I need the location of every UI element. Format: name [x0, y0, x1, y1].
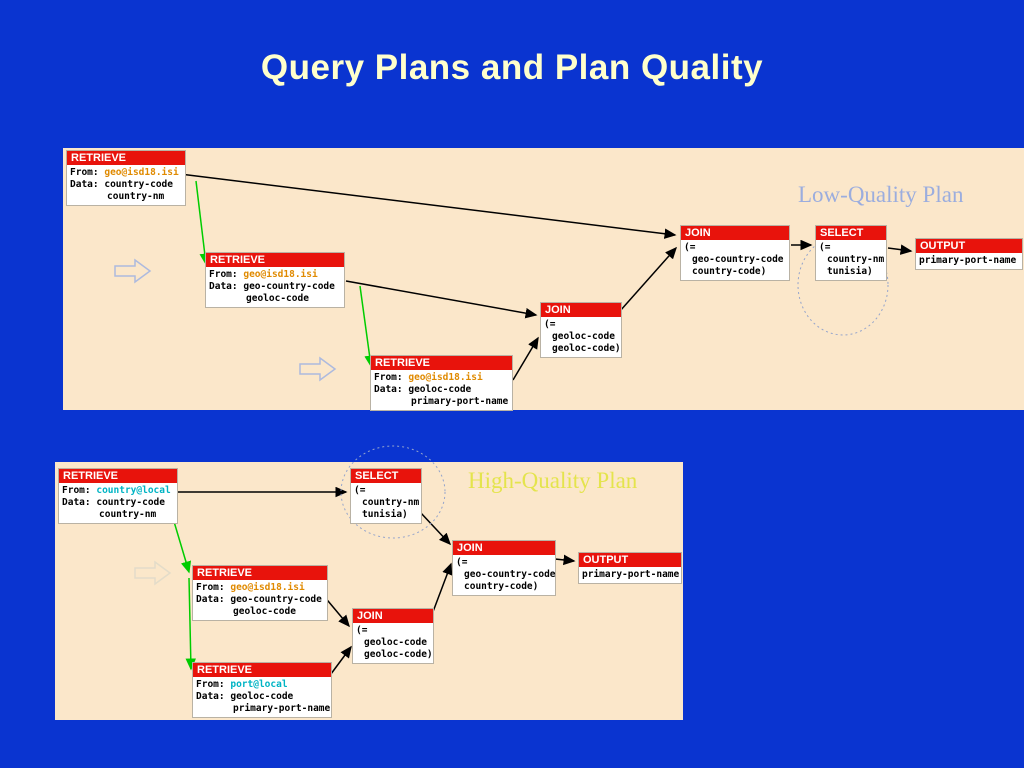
from-source: geo@isd18.isi — [104, 167, 179, 178]
from-label: From: — [374, 372, 403, 383]
output-attr: primary-port-name — [582, 569, 680, 580]
slide-title: Query Plans and Plan Quality — [260, 48, 764, 87]
expr-line: geoloc-code) — [364, 649, 433, 660]
low-quality-plan-label: Low-Quality Plan — [798, 182, 964, 207]
data-attr-1: geoloc-code — [408, 384, 472, 395]
data-attr-2: geoloc-code — [246, 293, 309, 304]
node-type-label: JOIN — [541, 303, 621, 317]
expr-line: geoloc-code) — [552, 343, 621, 354]
data-attr-1: country-code — [104, 179, 173, 190]
bottom-output-node: OUTPUT primary-port-name — [578, 552, 682, 584]
top-join-geoloc-node: JOIN (= geoloc-code geoloc-code) — [540, 302, 622, 358]
node-type-label: OUTPUT — [579, 553, 681, 567]
expr-line: (= — [354, 485, 366, 496]
top-output-node: OUTPUT primary-port-name — [915, 238, 1023, 270]
bottom-join-geoloc-node: JOIN (= geoloc-code geoloc-code) — [352, 608, 434, 664]
data-attr-2: country-nm — [99, 509, 157, 520]
data-attr-2: geoloc-code — [233, 606, 296, 617]
from-label: From: — [209, 269, 238, 280]
node-type-label: OUTPUT — [916, 239, 1022, 253]
high-quality-plan-label: High-Quality Plan — [468, 468, 638, 493]
expr-line: (= — [456, 557, 468, 568]
data-attr-1: geoloc-code — [230, 691, 294, 702]
output-attr: primary-port-name — [919, 255, 1017, 266]
expr-line: country-code) — [464, 581, 539, 592]
node-type-label: JOIN — [353, 609, 433, 623]
data-attr-2: country-nm — [107, 191, 165, 202]
step-block-arrow-icon — [134, 560, 172, 586]
node-type-label: RETRIEVE — [59, 469, 177, 483]
step-block-arrow-icon — [114, 258, 152, 284]
from-source: geo@isd18.isi — [230, 582, 305, 593]
data-attr-1: geo-country-code — [243, 281, 335, 292]
data-attr-2: primary-port-name — [411, 396, 509, 407]
node-type-label: SELECT — [816, 226, 886, 240]
top-select-node: SELECT (= country-nm tunisia) — [815, 225, 887, 281]
node-type-label: JOIN — [681, 226, 789, 240]
from-source: geo@isd18.isi — [408, 372, 483, 383]
bottom-join-country-node: JOIN (= geo-country-code country-code) — [452, 540, 556, 596]
from-label: From: — [62, 485, 91, 496]
expr-line: geo-country-code — [692, 254, 784, 265]
node-type-label: RETRIEVE — [193, 663, 331, 677]
from-label: From: — [70, 167, 99, 178]
bottom-retrieve-geocountry-node: RETRIEVE From: geo@isd18.isi Data: geo-c… — [192, 565, 328, 621]
expr-line: tunisia) — [827, 266, 873, 277]
low-quality-plan-panel: Low-Quality Plan RETRIEVE From: geo@isd1… — [63, 148, 1024, 411]
expr-line: country-nm — [362, 497, 420, 508]
data-attr-1: geo-country-code — [230, 594, 322, 605]
expr-line: (= — [819, 242, 831, 253]
data-attr-2: primary-port-name — [233, 703, 331, 714]
data-label: Data: — [196, 594, 225, 605]
from-source: port@local — [230, 679, 288, 690]
bottom-retrieve-port-node: RETRIEVE From: port@local Data: geoloc-c… — [192, 662, 332, 718]
step-block-arrow-icon — [299, 356, 337, 382]
data-label: Data: — [62, 497, 91, 508]
from-label: From: — [196, 679, 225, 690]
node-type-label: JOIN — [453, 541, 555, 555]
expr-line: geoloc-code — [552, 331, 615, 342]
expr-line: (= — [684, 242, 696, 253]
bottom-select-node: SELECT (= country-nm tunisia) — [350, 468, 422, 524]
node-type-label: RETRIEVE — [206, 253, 344, 267]
top-retrieve-geoloc-node: RETRIEVE From: geo@isd18.isi Data: geolo… — [370, 355, 513, 411]
expr-line: tunisia) — [362, 509, 408, 520]
expr-line: country-code) — [692, 266, 767, 277]
expr-line: geoloc-code — [364, 637, 427, 648]
top-join-country-node: JOIN (= geo-country-code country-code) — [680, 225, 790, 281]
data-label: Data: — [70, 179, 99, 190]
top-retrieve-country-node: RETRIEVE From: geo@isd18.isi Data: count… — [66, 150, 186, 206]
data-label: Data: — [196, 691, 225, 702]
expr-line: (= — [356, 625, 368, 636]
expr-line: country-nm — [827, 254, 885, 265]
from-source: geo@isd18.isi — [243, 269, 318, 280]
from-label: From: — [196, 582, 225, 593]
expr-line: geo-country-code — [464, 569, 556, 580]
from-source: country@local — [96, 485, 171, 496]
node-type-label: RETRIEVE — [371, 356, 512, 370]
high-quality-plan-panel: High-Quality Plan RETRIEVE From: country… — [55, 445, 683, 720]
data-attr-1: country-code — [96, 497, 165, 508]
node-type-label: SELECT — [351, 469, 421, 483]
node-type-label: RETRIEVE — [193, 566, 327, 580]
node-type-label: RETRIEVE — [67, 151, 185, 165]
expr-line: (= — [544, 319, 556, 330]
data-label: Data: — [374, 384, 403, 395]
bottom-retrieve-country-node: RETRIEVE From: country@local Data: count… — [58, 468, 178, 524]
data-label: Data: — [209, 281, 238, 292]
top-retrieve-geocountry-node: RETRIEVE From: geo@isd18.isi Data: geo-c… — [205, 252, 345, 308]
